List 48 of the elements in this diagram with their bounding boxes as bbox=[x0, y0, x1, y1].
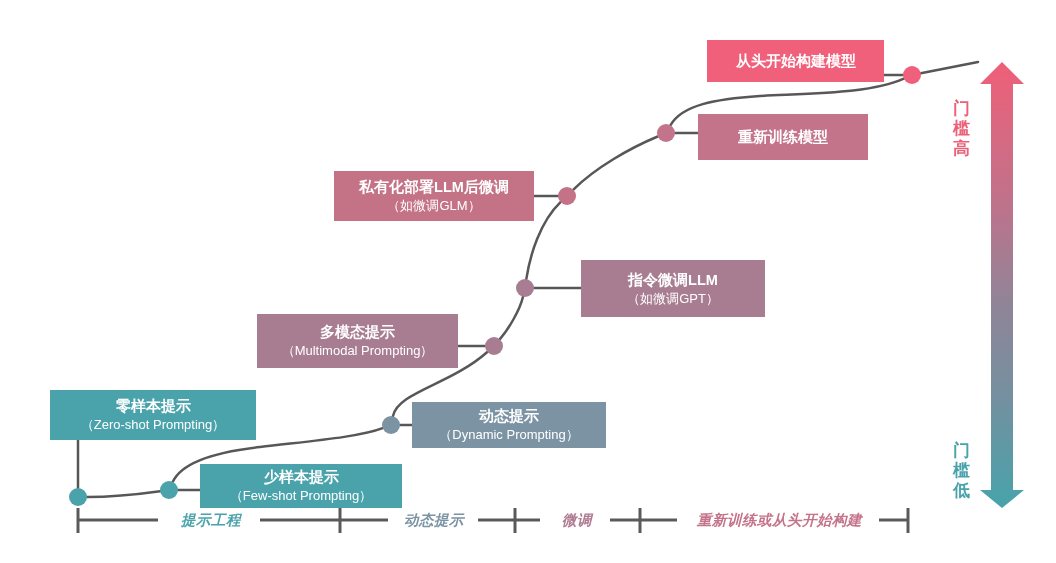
curve-segment bbox=[85, 489, 162, 499]
curve-segment bbox=[919, 60, 980, 75]
stage-box bbox=[257, 314, 458, 368]
threshold-label: 门槛低 bbox=[952, 441, 970, 501]
stage-box bbox=[200, 464, 402, 508]
leader-line bbox=[673, 131, 700, 135]
stage-box bbox=[50, 390, 256, 440]
milestone-dot bbox=[516, 279, 534, 297]
stage-title: 动态提示 bbox=[479, 407, 539, 426]
stage-subtitle: （如微调GPT） bbox=[627, 289, 719, 307]
milestone-dot bbox=[69, 488, 87, 506]
stage-box bbox=[707, 40, 884, 82]
curve-segment bbox=[669, 77, 906, 127]
stage-subtitle: （Zero-shot Prompting） bbox=[80, 416, 226, 433]
threshold-label: 门槛高 bbox=[952, 99, 970, 159]
stage-title: 重新训练模型 bbox=[738, 127, 828, 147]
leader-line bbox=[76, 438, 80, 490]
stage-title: 多模态提示 bbox=[320, 323, 395, 342]
leader-line bbox=[176, 488, 202, 492]
stage-title: 零样本提示 bbox=[115, 397, 191, 416]
stage-title: 从头开始构建模型 bbox=[735, 51, 856, 71]
stage-title: 私有化部署LLM后微调 bbox=[359, 178, 509, 197]
stage-box bbox=[334, 171, 534, 221]
stage-subtitle: （Few-shot Prompting） bbox=[229, 487, 373, 504]
stage-subtitle: （如微调GLM） bbox=[387, 197, 481, 214]
phase-label: 重新训练或从头开始构建 bbox=[696, 511, 862, 529]
milestone-dot bbox=[160, 481, 178, 499]
curve-segment bbox=[572, 135, 659, 191]
stage-subtitle: （Dynamic Prompting） bbox=[439, 426, 579, 443]
milestone-dot bbox=[903, 66, 921, 84]
curve-segment bbox=[525, 200, 562, 281]
curve-segment bbox=[171, 426, 384, 484]
milestone-dot bbox=[657, 124, 675, 142]
leader-line bbox=[532, 286, 583, 290]
stage-box bbox=[698, 114, 868, 160]
stage-title: 少样本提示 bbox=[263, 468, 339, 487]
stage-box bbox=[412, 402, 606, 448]
milestone-dot bbox=[382, 416, 400, 434]
milestone-dot bbox=[485, 337, 503, 355]
curve-segment bbox=[498, 295, 525, 341]
phase-label: 提示工程 bbox=[181, 511, 241, 529]
stage-box bbox=[581, 260, 765, 317]
stage-title: 指令微调LLM bbox=[628, 270, 718, 290]
curve-segment bbox=[391, 350, 489, 418]
phase-label: 动态提示 bbox=[404, 511, 464, 529]
stage-subtitle: （Multimodal Prompting） bbox=[281, 342, 434, 359]
milestone-dot bbox=[558, 187, 576, 205]
phase-label: 微调 bbox=[562, 511, 592, 529]
